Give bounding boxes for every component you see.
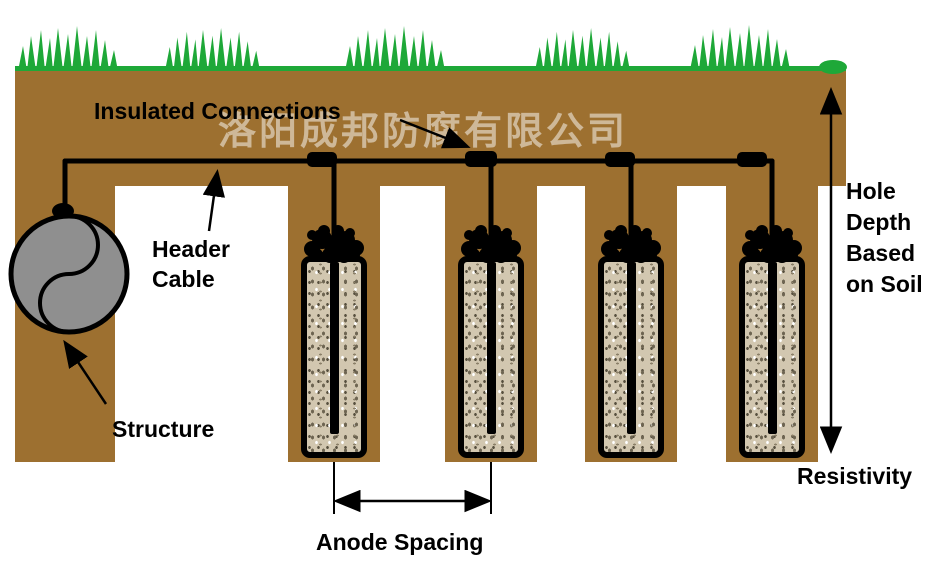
insulated-connectors (52, 151, 767, 219)
soil-top-band (15, 71, 846, 186)
hole-depth-label-line1: Hole (846, 178, 896, 204)
structure-arrow (63, 339, 108, 405)
anode-spacing-label: Anode Spacing (316, 529, 484, 555)
hole-depth-label-line4: on Soil (846, 271, 923, 297)
watermark-text: 洛阳成邦防腐有限公司 (218, 111, 629, 153)
insulated-connections-label: Insulated Connections (94, 98, 341, 124)
hole-depth-label-line3: Based (846, 240, 916, 266)
insulated-connections-arrow (399, 118, 471, 149)
header-cable-lines (62, 158, 775, 247)
hole-depth-label: Hole Depth Based on Soil (846, 176, 923, 300)
anode-connection-blobs (304, 225, 802, 263)
grass (15, 25, 847, 74)
structure-label: Structure (112, 416, 215, 442)
hole-depth-label-line2: Depth (846, 209, 912, 235)
header-cable-label: Header Cable (152, 234, 230, 294)
anode-spacing-dimension (333, 462, 492, 514)
header-cable-label-line2: Cable (152, 266, 215, 292)
header-cable-arrow (202, 169, 226, 232)
header-cable-label-line1: Header (152, 236, 230, 262)
callout-arrows (63, 118, 471, 405)
resistivity-label: Resistivity (797, 463, 913, 489)
structure-pipe (8, 213, 130, 335)
anode-rods (330, 262, 777, 434)
